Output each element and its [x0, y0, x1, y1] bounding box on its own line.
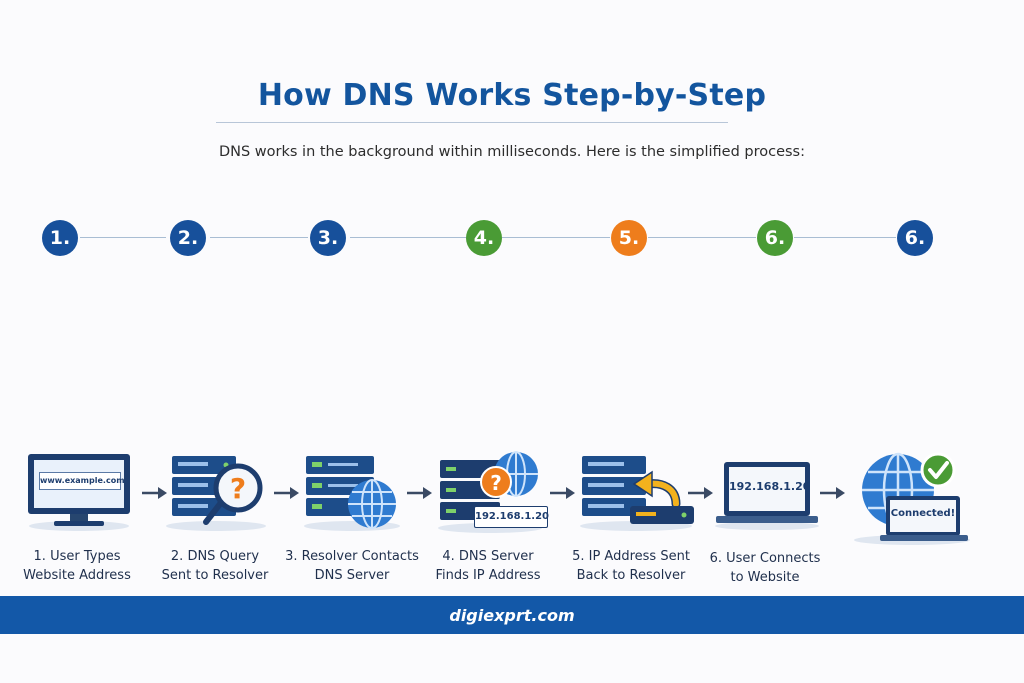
step-caption-line: 4. DNS Server: [442, 549, 534, 564]
step-number-circle: 6.: [897, 220, 933, 256]
step-caption: 2. DNS Query Sent to Resolver: [140, 547, 290, 585]
step-caption: 1. User Types Website Address: [2, 547, 152, 585]
step-caption-line: 2. DNS Query: [170, 549, 260, 564]
server-globe-icon: [300, 452, 404, 532]
page-subtitle: DNS works in the background within milli…: [218, 144, 806, 160]
step-number-circle: 3.: [310, 220, 346, 256]
step-timeline: 1. 2. 3. 4. 5. 6. 6.: [0, 220, 1024, 256]
timeline-connector: [210, 237, 308, 238]
monitor-icon: www.example.com: [24, 450, 134, 532]
arrow-right-icon: [550, 487, 575, 499]
step-caption: 3. Resolver Contacts DNS Server: [272, 547, 432, 585]
step-number-circle: 6.: [757, 220, 793, 256]
timeline-connector: [80, 237, 166, 238]
step-caption-line: DNS Server: [314, 568, 390, 583]
globe-connected-icon: Connected!: [850, 450, 974, 546]
server-question-icon: ? 192.168.1.20: [434, 448, 549, 534]
footer-site-name: digiexprt.com: [449, 606, 575, 625]
step-caption-line: 5. IP Address Sent: [572, 549, 690, 564]
svg-text:?: ?: [490, 471, 502, 495]
step-caption: 6. User Connects to Website: [690, 549, 840, 587]
laptop-icon: 192.168.1.20: [712, 458, 822, 530]
step-caption: 4. DNS Server Finds IP Address: [413, 547, 563, 585]
address-bar-text: www.example.com: [39, 472, 125, 490]
step-caption-line: 1. User Types: [33, 549, 121, 564]
step-caption-line: Website Address: [23, 568, 131, 583]
arrow-right-icon: [142, 487, 167, 499]
step-caption-line: 6. User Connects: [709, 551, 821, 566]
timeline-connector: [502, 237, 610, 238]
step-caption-line: Sent to Resolver: [161, 568, 269, 583]
step-caption-line: Finds IP Address: [435, 568, 541, 583]
ip-address-label: 192.168.1.20: [729, 480, 811, 493]
server-return-icon: [576, 452, 698, 532]
step-number-circle: 5.: [611, 220, 647, 256]
arrow-right-icon: [274, 487, 299, 499]
svg-text:?: ?: [230, 472, 246, 505]
arrow-right-icon: [688, 487, 713, 499]
page-title: How DNS Works Step-by-Step: [257, 78, 767, 113]
timeline-connector: [350, 237, 466, 238]
step-caption-line: 3. Resolver Contacts: [285, 549, 419, 564]
connected-label: Connected!: [890, 508, 956, 519]
arrow-right-icon: [407, 487, 432, 499]
step-number-circle: 4.: [466, 220, 502, 256]
step-caption-line: Back to Resolver: [576, 568, 686, 583]
timeline-connector: [648, 237, 756, 238]
step-caption-line: to Website: [730, 570, 800, 585]
ip-address-label: 192.168.1.20: [474, 506, 549, 528]
step-number-circle: 2.: [170, 220, 206, 256]
footer-bar: [0, 596, 1024, 634]
arrow-right-icon: [820, 487, 845, 499]
title-divider: [216, 122, 728, 123]
timeline-connector: [794, 237, 896, 238]
step-number-circle: 1.: [42, 220, 78, 256]
step-caption: 5. IP Address Sent Back to Resolver: [556, 547, 706, 585]
server-magnifier-icon: ?: [162, 452, 270, 532]
